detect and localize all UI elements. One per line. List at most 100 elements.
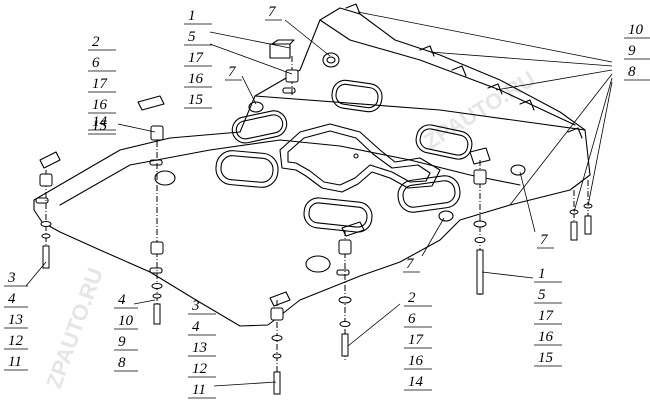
callout-label: 1 — [538, 266, 546, 282]
leader-line — [241, 75, 257, 105]
leader-line — [519, 171, 536, 233]
callout-label: 16 — [92, 97, 108, 113]
callout-label: 3 — [7, 270, 16, 286]
callout-label: 9 — [628, 43, 636, 59]
callout-label: 15 — [188, 92, 204, 108]
leader-line — [481, 271, 534, 279]
callout-label-seven-top: 7 — [268, 4, 277, 20]
mount-slot — [35, 197, 49, 204]
callout-label: 17 — [538, 308, 555, 324]
callout-label: 16 — [538, 329, 554, 345]
callout-label: 17 — [188, 50, 205, 66]
drain-hole — [326, 56, 336, 64]
leader-line — [495, 69, 613, 91]
bracket — [269, 39, 295, 59]
leader-line — [357, 11, 613, 63]
drain-hole — [248, 101, 264, 113]
callout-label: 5 — [188, 29, 196, 45]
callout-label-seven-bottom: 7 — [406, 256, 415, 272]
mount-slot — [282, 87, 296, 94]
spacer-bushing — [39, 173, 53, 187]
callout-label: 11 — [192, 382, 206, 398]
callout-label: 2 — [92, 34, 100, 50]
washer — [339, 321, 351, 327]
callout-label: 10 — [628, 22, 644, 38]
spacer-bushing — [270, 307, 284, 321]
edge-tab — [487, 83, 503, 95]
washer — [271, 335, 283, 341]
callout-label: 13 — [192, 340, 207, 356]
mount-slot — [149, 159, 163, 166]
washer — [272, 353, 282, 359]
leader-line — [117, 123, 156, 133]
callout-label: 10 — [118, 313, 134, 329]
bolt — [153, 303, 161, 325]
leader-line — [573, 77, 613, 213]
drain-hole — [322, 52, 340, 68]
leader-line — [133, 299, 156, 305]
leader-line — [209, 43, 293, 75]
leader-line — [25, 261, 47, 287]
washer — [338, 296, 352, 304]
callout-label: 2 — [408, 290, 416, 306]
callout-label-seven-left: 7 — [228, 64, 237, 80]
callout-label: 17 — [408, 332, 425, 348]
leader-line — [213, 381, 277, 387]
leader-line — [587, 81, 613, 207]
callout-label: 6 — [408, 311, 416, 327]
spacer-bushing — [150, 125, 164, 141]
mount-hole — [154, 170, 176, 186]
leader-line — [509, 73, 613, 206]
callout-label: 17 — [92, 76, 109, 92]
callout-label: 5 — [538, 287, 546, 303]
callout-label: 15 — [538, 350, 554, 366]
washer — [151, 283, 163, 289]
bolt — [273, 371, 281, 395]
watermark-text-side: ZPAUTO.RU — [41, 264, 108, 391]
edge-tab — [419, 45, 435, 57]
edge-tab — [567, 127, 583, 139]
stamped-rib — [303, 197, 373, 233]
serpentine-rib — [279, 123, 441, 193]
mount-hole — [305, 255, 331, 273]
leader-line — [209, 31, 291, 49]
edge-tab — [519, 99, 535, 111]
callout-label-seven-right: 7 — [540, 232, 549, 248]
bracket — [269, 291, 291, 307]
stamped-rib — [331, 79, 383, 113]
stamped-rib — [397, 175, 461, 213]
bolt — [341, 333, 349, 357]
drain-hole — [438, 210, 454, 222]
washer — [473, 220, 487, 228]
ridge-line — [319, 19, 576, 126]
serpentine-rib-inner — [287, 130, 431, 186]
stamped-rib — [415, 124, 473, 160]
callout-label: 12 — [8, 333, 24, 349]
callout-label: 3 — [191, 298, 200, 314]
edge-tab — [451, 65, 467, 77]
callout-label: 9 — [118, 334, 126, 350]
mount-slot — [336, 269, 350, 276]
callout-label: 4 — [8, 291, 16, 307]
callout-label: 6 — [92, 55, 100, 71]
skid-plate-outline — [33, 7, 591, 327]
spacer-bushing — [338, 239, 352, 255]
callout-label: 12 — [192, 361, 208, 377]
callout-label: 8 — [628, 64, 636, 80]
callout-label: 16 — [188, 71, 204, 87]
bracket — [137, 95, 165, 111]
callout-label: 13 — [8, 312, 23, 328]
bracket — [39, 151, 61, 169]
washer — [40, 221, 52, 227]
callout-label: 16 — [408, 353, 424, 369]
washer — [41, 233, 51, 239]
callout-label: 4 — [192, 319, 200, 335]
callout-label: 4 — [118, 292, 126, 308]
callout-label: 1 — [188, 8, 196, 24]
